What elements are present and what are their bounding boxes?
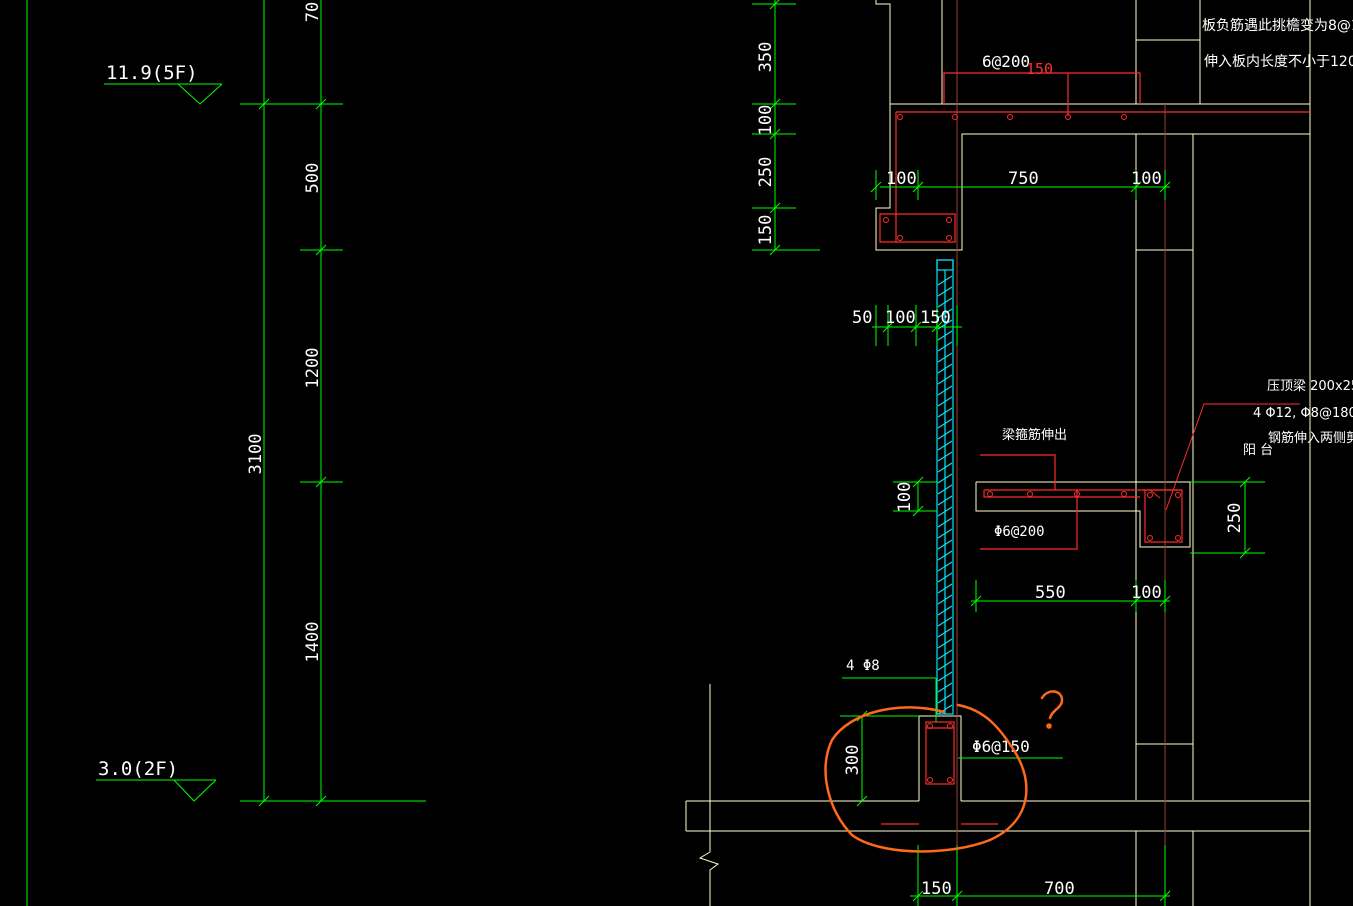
dim-left-top-partial: 70 bbox=[303, 2, 323, 22]
dim-roof-right: 100 bbox=[1131, 169, 1162, 189]
roof-rebar-overlap: 150 bbox=[1026, 60, 1053, 78]
hatch-stroke bbox=[937, 704, 953, 715]
hatch-stroke bbox=[937, 671, 953, 682]
hatch-stroke bbox=[937, 363, 953, 374]
left-elevation-dimensions bbox=[26, 0, 426, 906]
hatch-stroke bbox=[937, 286, 953, 297]
rebar-lines bbox=[879, 72, 1310, 825]
center-line bbox=[956, 0, 1166, 906]
note-beam-1: 压顶梁 200x25 bbox=[1267, 379, 1353, 394]
dim-100-top: 100 bbox=[756, 105, 776, 136]
dim-left-500: 500 bbox=[303, 163, 323, 194]
level-label-top: 11.9(5F) bbox=[106, 62, 198, 84]
hatch-stroke bbox=[937, 297, 953, 308]
hatch-stroke bbox=[937, 495, 953, 506]
hatch-stroke bbox=[937, 330, 953, 341]
hatch-stroke bbox=[937, 517, 953, 528]
hatch-stroke bbox=[937, 649, 953, 660]
dim-250-top: 250 bbox=[756, 157, 776, 188]
dim-curb-span: 700 bbox=[1044, 879, 1075, 899]
hatch-stroke bbox=[937, 352, 953, 363]
note-top-right-2: 伸入板内长度不小于1200r bbox=[1204, 54, 1353, 70]
hatch-stroke bbox=[937, 429, 953, 440]
dim-left-1200: 1200 bbox=[303, 348, 323, 389]
dim-curb-height: 300 bbox=[843, 745, 863, 776]
hand-drawn-annotation bbox=[824, 690, 1064, 853]
hatch-stroke bbox=[937, 660, 953, 671]
hatch-stroke bbox=[937, 594, 953, 605]
dim-roof-left: 100 bbox=[886, 169, 917, 189]
right-dimension-column bbox=[752, 0, 820, 256]
hatch-stroke bbox=[937, 440, 953, 451]
hatch-stroke bbox=[937, 583, 953, 594]
note-beam-3: 钢筋伸入两侧剪力 bbox=[1268, 430, 1353, 446]
roof-rebar-label: 6@200 bbox=[982, 52, 1030, 71]
dim-350: 350 bbox=[756, 42, 776, 73]
hatch-stroke bbox=[937, 341, 953, 352]
dim-150-top: 150 bbox=[756, 215, 776, 246]
hatch-stroke bbox=[937, 506, 953, 517]
hatch-stroke bbox=[937, 374, 953, 385]
rebar-dots bbox=[883, 114, 1181, 783]
hatch-stroke bbox=[937, 638, 953, 649]
window-hatch bbox=[937, 275, 953, 715]
dim-left-1400: 1400 bbox=[303, 622, 323, 663]
hatch-stroke bbox=[937, 572, 953, 583]
hatch-stroke bbox=[937, 484, 953, 495]
curb-bars-label: 4 Φ8 bbox=[846, 658, 880, 674]
hatch-stroke bbox=[937, 385, 953, 396]
dim-sill-depth: 250 bbox=[1225, 503, 1245, 534]
note-sill: 梁箍筋伸出 bbox=[1002, 427, 1067, 443]
hatch-stroke bbox=[937, 275, 953, 286]
hatch-stroke bbox=[937, 418, 953, 429]
hatch-stroke bbox=[937, 693, 953, 704]
dim-window-100: 100 bbox=[885, 308, 916, 328]
hatch-stroke bbox=[937, 616, 953, 627]
note-top-right-1: 板负筋遇此挑檐变为8@15 bbox=[1202, 17, 1353, 34]
hatch-stroke bbox=[937, 462, 953, 473]
hatch-stroke bbox=[937, 550, 953, 561]
dim-sill-height: 100 bbox=[895, 482, 915, 513]
curb-stirrup-label: Φ6@150 bbox=[972, 737, 1030, 756]
dim-window-50: 50 bbox=[852, 308, 872, 328]
hatch-stroke bbox=[937, 561, 953, 572]
dim-window-150: 150 bbox=[920, 308, 951, 328]
note-balcony: 阳 台 bbox=[1243, 443, 1273, 458]
hatch-stroke bbox=[937, 605, 953, 616]
note-beam-2: 4 Φ12, Φ8@180 bbox=[1253, 406, 1353, 421]
hatch-stroke bbox=[937, 308, 953, 319]
hatch-stroke bbox=[937, 682, 953, 693]
hatch-stroke bbox=[937, 407, 953, 418]
hatch-stroke bbox=[937, 627, 953, 638]
dim-sill-edge: 100 bbox=[1131, 583, 1162, 603]
hatch-stroke bbox=[937, 539, 953, 550]
dim-left-total: 3100 bbox=[246, 434, 266, 475]
hatch-stroke bbox=[937, 528, 953, 539]
dim-roof-mid: 750 bbox=[1008, 169, 1039, 189]
hatch-stroke bbox=[937, 451, 953, 462]
sill-rebar-label: Φ6@200 bbox=[994, 524, 1045, 540]
beam-leader bbox=[1149, 403, 1300, 511]
hatch-stroke bbox=[937, 473, 953, 484]
dim-sill-width: 550 bbox=[1035, 583, 1066, 603]
dim-curb-width: 150 bbox=[921, 879, 952, 899]
building-outline bbox=[685, 0, 1311, 906]
level-label-bottom: 3.0(2F) bbox=[98, 758, 178, 780]
detail-dimensions bbox=[840, 170, 1265, 906]
hatch-stroke bbox=[937, 396, 953, 407]
window-glass bbox=[936, 259, 954, 715]
level-marker-top bbox=[104, 83, 223, 105]
level-marker-bottom bbox=[96, 779, 217, 802]
